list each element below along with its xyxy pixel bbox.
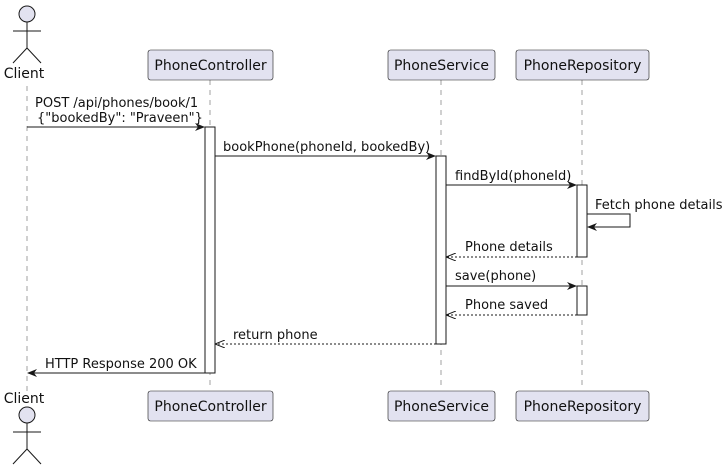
message-fetch-details: Fetch phone details — [595, 198, 723, 213]
controller-box-bottom — [147, 390, 274, 422]
arrow-fetch-self — [587, 213, 631, 231]
message-bookphone: bookPhone(phoneId, bookedBy) — [223, 140, 430, 155]
service-label-bottom: PhoneService — [394, 399, 489, 415]
service-label-top: PhoneService — [394, 58, 489, 74]
message-phone-details: Phone details — [465, 240, 553, 255]
message-post-line2: {"bookedBy": "Praveen"} — [37, 111, 203, 126]
controller-activation — [204, 126, 216, 374]
client-actor-top-icon — [12, 5, 42, 64]
message-post-line1: POST /api/phones/book/1 — [35, 96, 198, 111]
repository-box-bottom — [515, 390, 650, 422]
repository-label-top: PhoneRepository — [524, 58, 642, 74]
message-http-response: HTTP Response 200 OK — [45, 357, 197, 372]
message-findbyid: findById(phoneId) — [455, 169, 571, 184]
controller-label-top: PhoneController — [154, 58, 266, 74]
controller-label-bottom: PhoneController — [154, 399, 266, 415]
client-label-top: Client — [4, 66, 45, 82]
message-return-phone: return phone — [233, 328, 318, 343]
client-label-bottom: Client — [4, 391, 45, 407]
message-save: save(phone) — [455, 269, 536, 284]
service-box-top — [387, 49, 496, 81]
repository-activation-save — [576, 285, 588, 316]
client-actor-bottom-icon — [12, 406, 42, 465]
repository-activation-find — [576, 184, 588, 258]
repository-label-bottom: PhoneRepository — [524, 399, 642, 415]
message-phone-saved: Phone saved — [465, 298, 548, 313]
controller-box-top — [147, 49, 274, 81]
repository-box-top — [515, 49, 650, 81]
service-activation — [435, 155, 447, 345]
service-box-bottom — [387, 390, 496, 422]
